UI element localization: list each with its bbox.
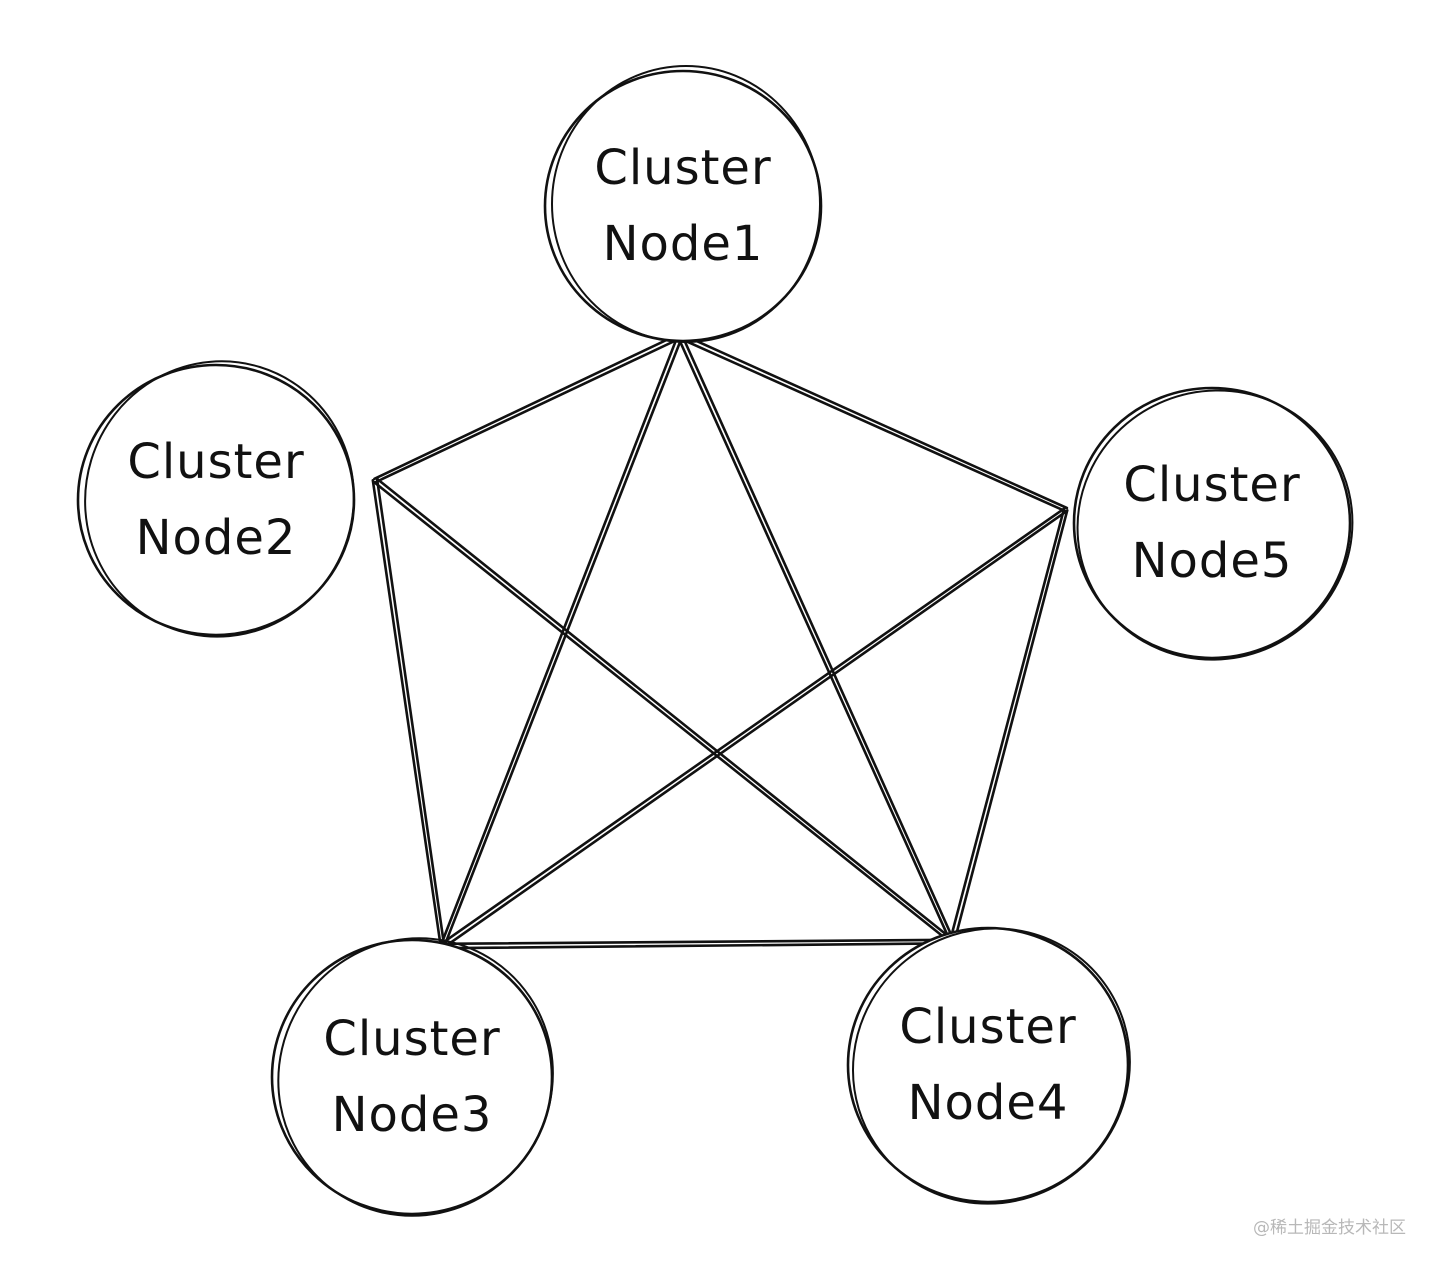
node-label-line2: Node2: [136, 510, 297, 566]
edge-stroke: [680, 333, 956, 943]
node-label-line1: Cluster: [127, 434, 304, 490]
node-label-line1: Cluster: [323, 1011, 500, 1067]
edge-node2-node4: [372, 476, 955, 945]
edge-stroke: [952, 509, 1069, 944]
node-circle-sketch: [551, 65, 821, 343]
edge-stroke: [374, 336, 683, 484]
node-circle-sketch: [84, 360, 355, 638]
node-circle: [1072, 386, 1352, 660]
edge-stroke: [948, 508, 1066, 943]
edge-node2-node3: [371, 478, 446, 948]
edge-node4-node5: [948, 508, 1069, 944]
edge-stroke: [439, 333, 680, 947]
edge-stroke: [371, 479, 442, 948]
edge-stroke: [375, 478, 446, 947]
node-label-line1: Cluster: [899, 999, 1076, 1055]
edge-stroke: [679, 332, 1069, 510]
edge-node1-node2: [373, 332, 683, 484]
edge-node3-node4: [440, 938, 954, 950]
edge-stroke: [677, 336, 1067, 513]
edge-stroke: [439, 506, 1067, 946]
edge-stroke: [440, 942, 954, 950]
node-circle: [76, 363, 356, 637]
edges: [371, 332, 1069, 950]
node-label-line2: Node3: [332, 1087, 493, 1143]
node-circle-sketch: [277, 937, 554, 1217]
edge-stroke: [373, 332, 681, 481]
node-label-line2: Node4: [908, 1075, 1069, 1131]
node-circle: [846, 926, 1130, 1204]
node-circle-sketch: [852, 927, 1131, 1205]
node-label-line1: Cluster: [594, 140, 771, 196]
edge-node1-node4: [676, 333, 956, 944]
edge-stroke: [372, 480, 953, 945]
nodes: ClusterNode1ClusterNode2ClusterNode3Clus…: [51, 65, 1393, 1268]
edge-stroke: [375, 476, 955, 942]
edge-node1-node5: [677, 332, 1069, 513]
node-label-line1: Cluster: [1123, 457, 1300, 513]
edge-stroke: [440, 938, 954, 946]
edge-stroke: [676, 335, 953, 944]
edge-node1-node3: [439, 333, 684, 949]
edge-stroke: [441, 509, 1069, 950]
edge-stroke: [442, 335, 684, 949]
node-circle-sketch: [1076, 389, 1354, 661]
node-label-line2: Node5: [1132, 533, 1293, 589]
edge-node3-node5: [439, 506, 1069, 950]
node-label-line2: Node1: [603, 216, 764, 272]
watermark: @稀土掘金技术社区: [1253, 1218, 1406, 1238]
